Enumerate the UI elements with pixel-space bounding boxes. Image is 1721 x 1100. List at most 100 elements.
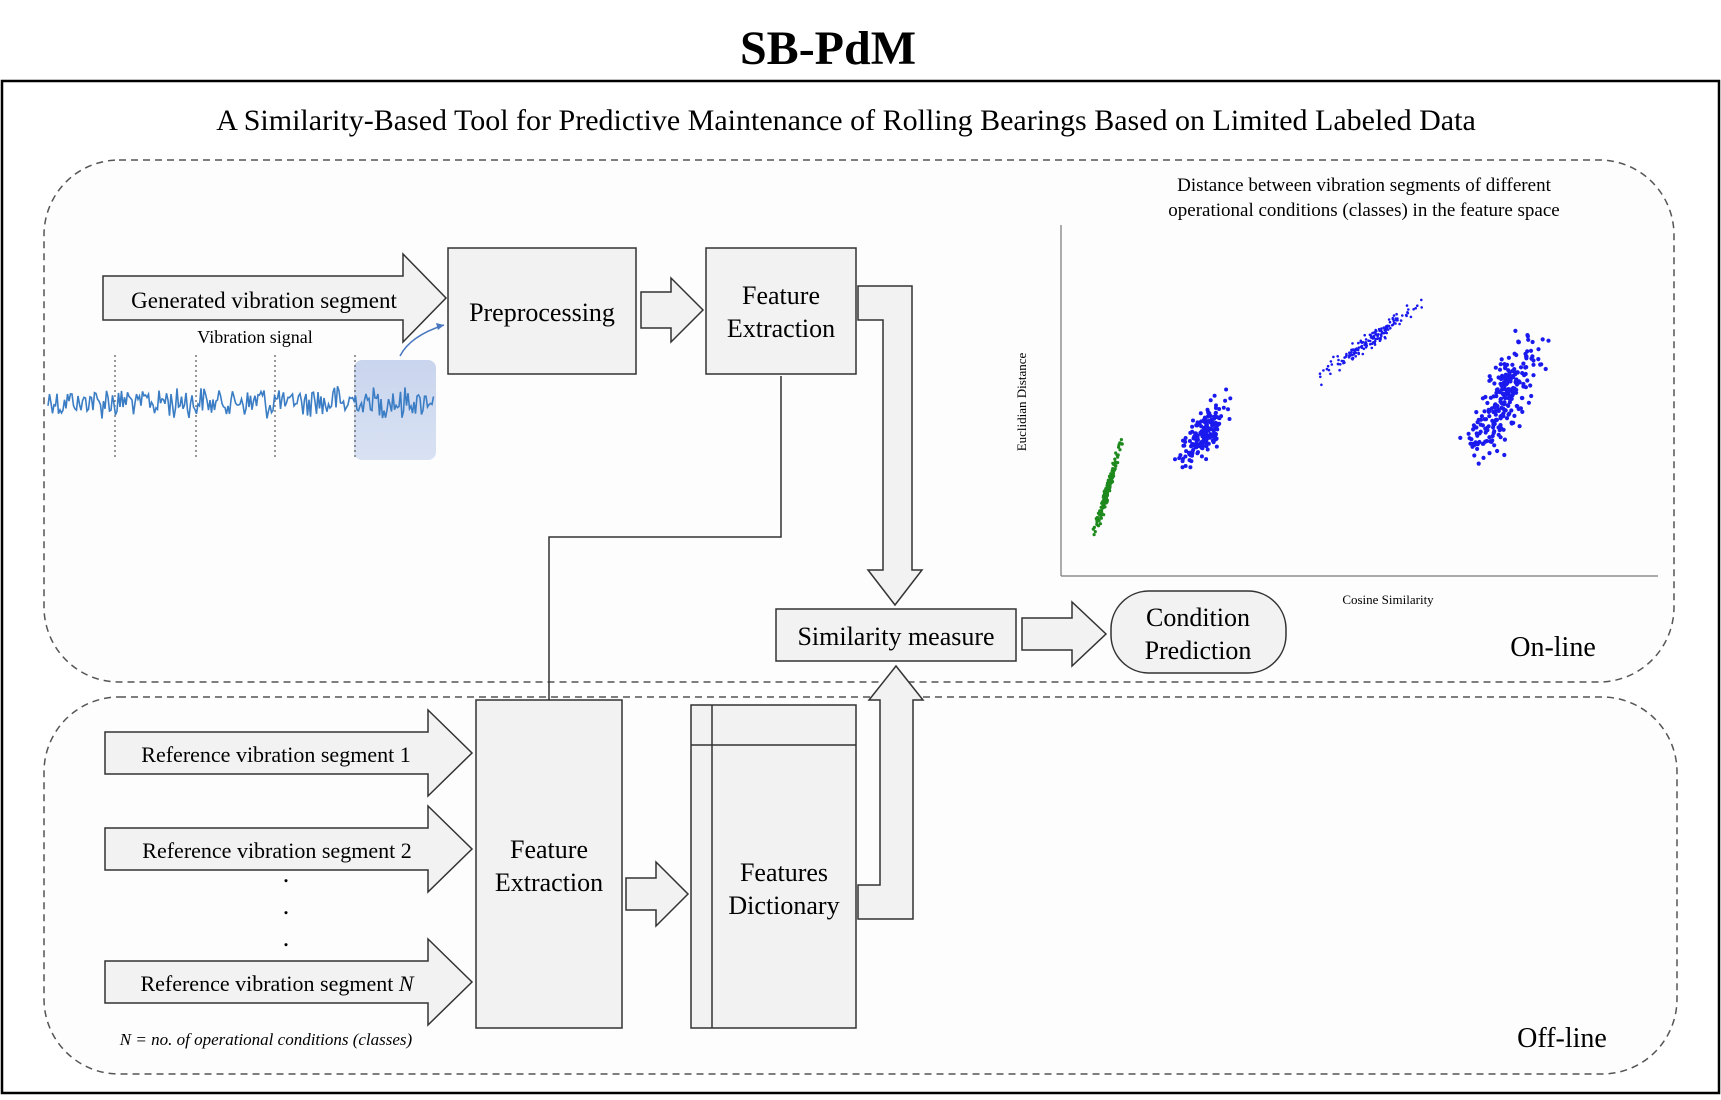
- scatter-point-cluster-2: [1224, 387, 1229, 392]
- scatter-point-cluster-4: [1477, 439, 1482, 445]
- scatter-point-cluster-4: [1487, 435, 1492, 440]
- scatter-point-cluster-3: [1385, 328, 1388, 331]
- scatter-point-cluster-4: [1507, 400, 1512, 405]
- svg-text:.: .: [283, 923, 290, 952]
- scatter-point-cluster-2: [1190, 453, 1194, 458]
- scatter-point-cluster-3: [1378, 329, 1381, 333]
- scatter-point-cluster-3: [1375, 329, 1378, 333]
- reference-arrow-1: [104, 708, 474, 798]
- scatter-point-cluster-2: [1210, 438, 1215, 443]
- scatter-point-cluster-4: [1486, 424, 1491, 429]
- scatter-point-cluster-4: [1511, 375, 1516, 380]
- scatter-point-cluster-4: [1520, 409, 1525, 414]
- scatter-point-cluster-1: [1092, 533, 1096, 537]
- scatter-point-cluster-3: [1394, 318, 1398, 322]
- scatter-point-cluster-2: [1205, 447, 1210, 452]
- scatter-point-cluster-2: [1213, 436, 1218, 441]
- scatter-point-cluster-4: [1507, 411, 1512, 416]
- scatter-point-cluster-3: [1351, 358, 1354, 361]
- scatter-point-cluster-2: [1226, 407, 1230, 412]
- scatter-point-cluster-3: [1387, 318, 1391, 321]
- scatter-point-cluster-3: [1368, 339, 1372, 343]
- scatter-point-cluster-2: [1187, 439, 1192, 443]
- scatter-point-cluster-2: [1202, 416, 1207, 421]
- scatter-point-cluster-3: [1357, 341, 1360, 345]
- scatter-point-cluster-4: [1531, 373, 1536, 378]
- scatter-point-cluster-4: [1517, 424, 1522, 429]
- scatter-point-cluster-4: [1487, 374, 1492, 379]
- scatter-point-cluster-4: [1516, 339, 1521, 344]
- scatter-point-cluster-3: [1392, 321, 1396, 325]
- scatter-point-cluster-3: [1406, 311, 1410, 315]
- scatter-point-cluster-1: [1105, 494, 1109, 498]
- scatter-point-cluster-3: [1409, 315, 1413, 319]
- scatter-point-cluster-1: [1095, 522, 1099, 526]
- scatter-point-cluster-2: [1190, 429, 1195, 434]
- scatter-point-cluster-4: [1483, 430, 1488, 435]
- scatter-point-cluster-1: [1095, 520, 1099, 524]
- scatter-point-cluster-2: [1212, 414, 1217, 419]
- scatter-point-cluster-3: [1382, 326, 1386, 330]
- condition-prediction-line1: Condition: [1146, 603, 1250, 632]
- scatter-point-cluster-4: [1492, 443, 1497, 448]
- scatter-point-cluster-4: [1504, 382, 1509, 387]
- scatter-point-cluster-4: [1501, 427, 1506, 432]
- scatter-title-line1: Distance between vibration segments of d…: [1177, 175, 1551, 196]
- scatter-point-cluster-4: [1505, 403, 1511, 408]
- scatter-point-cluster-4: [1515, 404, 1520, 409]
- scatter-point-cluster-2: [1188, 465, 1193, 470]
- scatter-point-cluster-1: [1105, 491, 1109, 495]
- scatter-point-cluster-1: [1118, 448, 1122, 452]
- scatter-point-cluster-4: [1466, 431, 1471, 436]
- scatter-point-cluster-2: [1214, 403, 1218, 408]
- scatter-point-cluster-4: [1503, 387, 1508, 392]
- scatter-point-cluster-3: [1405, 304, 1409, 307]
- scatter-point-cluster-3: [1352, 352, 1356, 356]
- scatter-point-cluster-3: [1390, 324, 1394, 327]
- scatter-point-cluster-3: [1350, 348, 1353, 352]
- online-fe-line2: Extraction: [727, 314, 835, 343]
- scatter-point-cluster-3: [1354, 355, 1357, 358]
- scatter-point-cluster-2: [1202, 420, 1207, 424]
- operational-conditions-note: N = no. of operational conditions (class…: [119, 1030, 413, 1049]
- scatter-point-cluster-2: [1212, 393, 1217, 398]
- scatter-point-cluster-4: [1500, 391, 1505, 397]
- scatter-point-cluster-3: [1337, 362, 1340, 366]
- scatter-point-cluster-2: [1228, 396, 1233, 401]
- scatter-point-cluster-3: [1359, 345, 1363, 349]
- scatter-point-cluster-2: [1182, 443, 1187, 448]
- scatter-point-cluster-3: [1380, 327, 1383, 330]
- scatter-point-cluster-2: [1173, 457, 1177, 462]
- vibration-signal-wave: [47, 385, 435, 419]
- scatter-point-cluster-2: [1212, 431, 1216, 436]
- scatter-point-cluster-4: [1521, 361, 1526, 366]
- scatter-point-cluster-2: [1180, 465, 1185, 470]
- scatter-point-cluster-3: [1380, 334, 1383, 338]
- scatter-point-cluster-4: [1510, 362, 1515, 367]
- scatter-point-cluster-4: [1531, 362, 1536, 367]
- scatter-point-cluster-4: [1525, 378, 1530, 383]
- scatter-point-cluster-3: [1332, 355, 1335, 359]
- scatter-point-cluster-4: [1528, 348, 1534, 353]
- scatter-point-cluster-3: [1347, 356, 1351, 359]
- scatter-point-cluster-3: [1329, 360, 1333, 363]
- scatter-point-cluster-3: [1326, 364, 1330, 368]
- reference-arrow-2: [104, 804, 474, 894]
- scatter-point-cluster-2: [1194, 445, 1199, 450]
- scatter-point-cluster-2: [1199, 440, 1204, 445]
- scatter-point-cluster-4: [1491, 430, 1496, 436]
- scatter-point-cluster-3: [1420, 306, 1423, 309]
- online-offline-connector: [548, 376, 782, 700]
- reference-segment-2-label: Reference vibration segment 2: [142, 838, 411, 863]
- reference-segment-1-label: Reference vibration segment 1: [141, 742, 410, 767]
- scatter-point-cluster-4: [1492, 381, 1497, 386]
- fe-to-similarity-arrow: [857, 285, 924, 607]
- scatter-point-cluster-1: [1110, 479, 1114, 484]
- scatter-point-cluster-2: [1199, 454, 1204, 459]
- scatter-point-cluster-4: [1502, 376, 1507, 381]
- scatter-point-cluster-4: [1499, 357, 1504, 362]
- offline-label: Off-line: [1517, 1023, 1607, 1054]
- dictionary-to-similarity-arrow: [857, 664, 925, 920]
- scatter-point-cluster-2: [1199, 444, 1204, 449]
- scatter-point-cluster-4: [1475, 420, 1480, 425]
